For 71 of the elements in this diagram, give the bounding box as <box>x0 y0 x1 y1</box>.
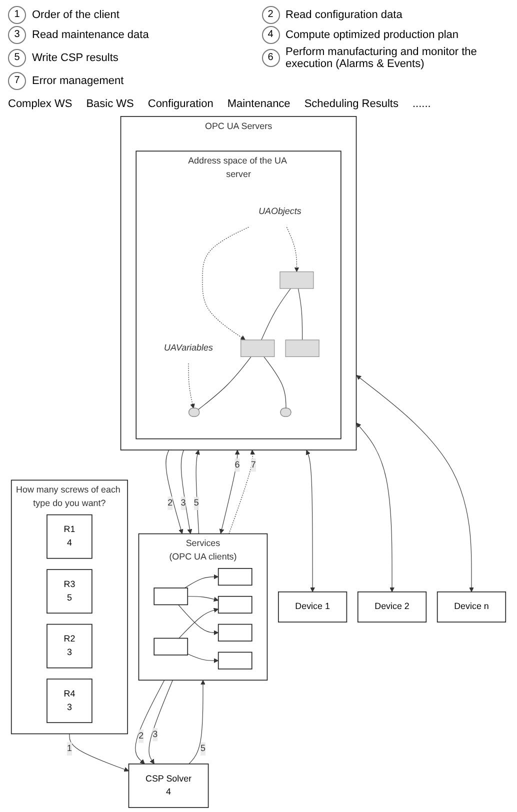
node-text: UAVariables <box>164 343 213 353</box>
connector <box>198 356 252 410</box>
step-number: 3 <box>8 26 26 44</box>
arrow <box>356 422 394 592</box>
node-box <box>218 568 252 586</box>
node-box <box>280 272 314 289</box>
node-text: UAObjects <box>258 206 302 216</box>
node-box <box>154 638 188 656</box>
arrow <box>135 680 165 764</box>
step-number: 4 <box>262 26 280 44</box>
arrow <box>195 450 200 534</box>
edge-label: 1 <box>66 744 72 754</box>
arrow <box>188 363 195 409</box>
node-box <box>154 588 188 606</box>
node-box: R2 3 <box>46 624 92 668</box>
arrow <box>69 734 129 772</box>
arrow <box>187 596 219 602</box>
node-box: Device 1 <box>278 591 348 622</box>
arrow <box>228 450 255 534</box>
arrow <box>187 654 219 664</box>
step-description: Perform manufacturing and monitor the execution (Alarms & Events) <box>286 46 478 70</box>
step-description: Error management <box>32 75 125 87</box>
connector <box>261 288 291 340</box>
note-label: Scheduling Results <box>304 98 398 110</box>
arrow <box>356 375 474 592</box>
node-box <box>240 340 275 357</box>
arrow <box>219 450 240 534</box>
step-number: 6 <box>262 49 280 67</box>
node-box <box>285 340 320 357</box>
step-description: Order of the client <box>32 9 120 21</box>
connector <box>264 356 286 409</box>
connector <box>298 288 303 340</box>
edge-label: 6 <box>234 460 240 470</box>
node-box: R3 5 <box>46 569 92 614</box>
arrow <box>180 450 192 534</box>
node-box <box>218 624 252 642</box>
step-description: Read configuration data <box>286 9 404 21</box>
arrow <box>166 450 184 534</box>
edge-label: 5 <box>200 744 206 754</box>
cluster: Services (OPC UA clients) <box>138 533 268 681</box>
node-box: CSP Solver 4 <box>128 764 209 808</box>
node-box <box>218 652 252 670</box>
note-label: Configuration <box>148 98 214 110</box>
step-description: Compute optimized production plan <box>286 29 460 41</box>
step-number: 1 <box>8 6 26 24</box>
edge-label: 5 <box>194 498 199 508</box>
arrow <box>188 680 206 764</box>
arrow <box>148 680 173 764</box>
note-label: ...... <box>412 98 431 110</box>
edge-label: 7 <box>250 460 256 470</box>
edge-label: 2 <box>138 731 144 741</box>
node-box: Device n <box>436 591 506 622</box>
step-number: 2 <box>262 6 280 24</box>
note-label: Basic WS <box>86 98 134 110</box>
edge-label: 3 <box>152 730 158 740</box>
node-box <box>218 596 252 614</box>
arrow <box>202 226 249 340</box>
node-box: R4 3 <box>46 678 92 724</box>
node-box: R1 4 <box>46 514 92 559</box>
arrow <box>306 450 315 592</box>
edge-label: 3 <box>180 498 186 508</box>
note-label: Maintenance <box>227 98 290 110</box>
step-description: Read maintenance data <box>32 29 150 41</box>
note-label: Complex WS <box>8 98 72 110</box>
arrow <box>286 226 300 272</box>
step-number: 5 <box>8 49 26 67</box>
step-number: 7 <box>8 72 26 90</box>
node-box: Device 2 <box>357 591 427 622</box>
step-description: Write CSP results <box>32 52 120 64</box>
edge-label: 2 <box>168 498 173 508</box>
arrow <box>184 574 219 588</box>
